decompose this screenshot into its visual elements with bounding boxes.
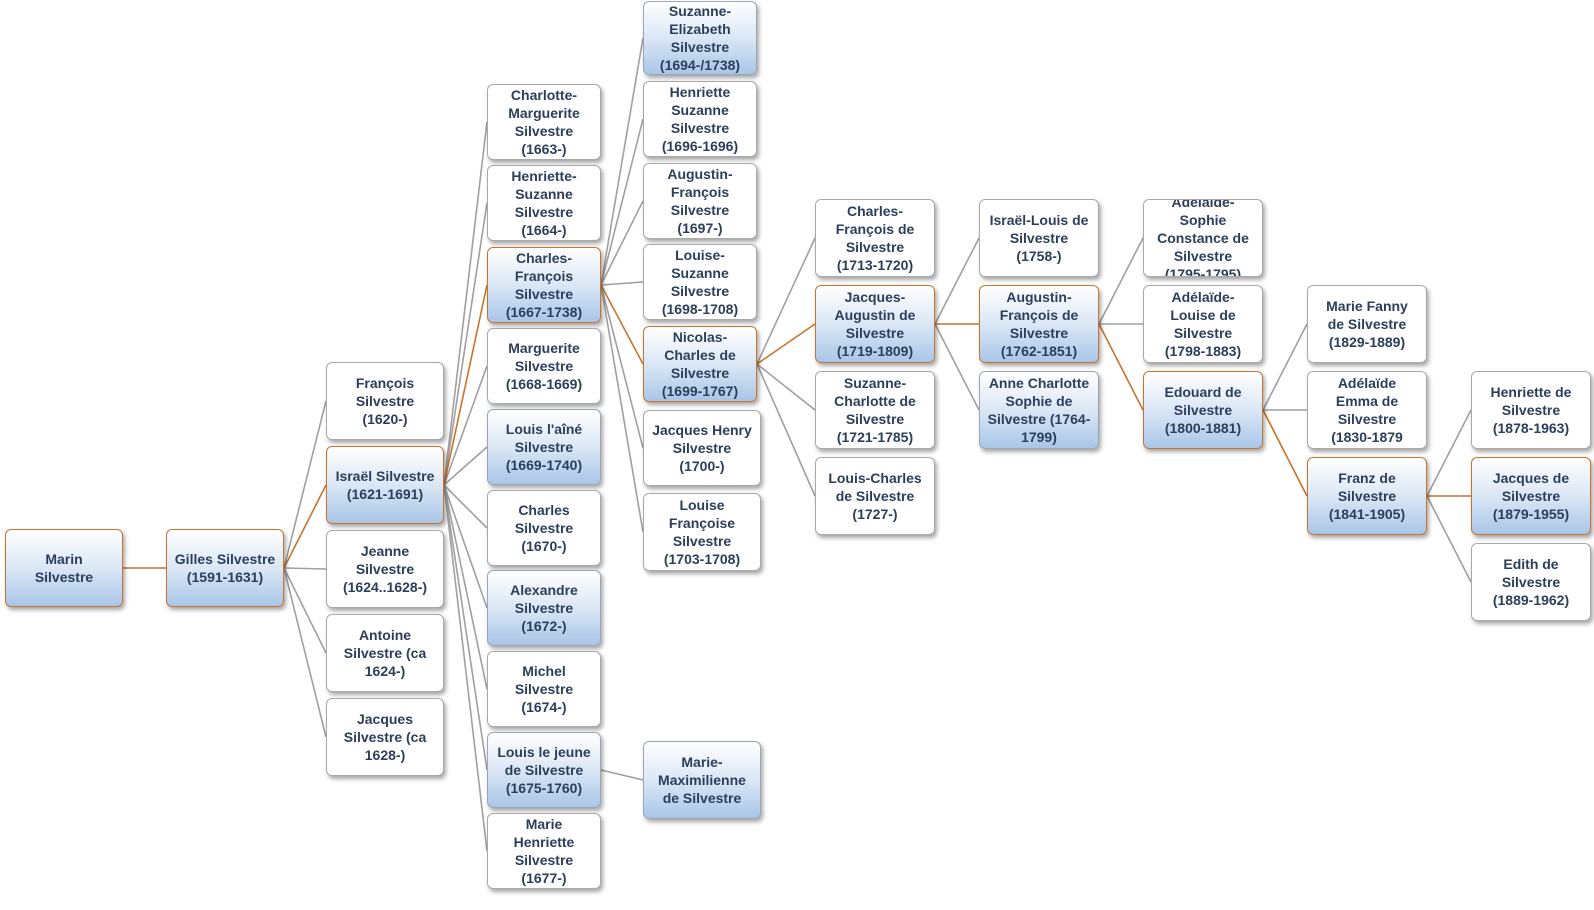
- node-charles-francois-1667[interactable]: Charles- François Silvestre (1667-1738): [487, 247, 601, 323]
- link-to-adelaide-sophie: [1098, 237, 1144, 325]
- node-marie-fanny[interactable]: Marie Fanny de Silvestre (1829-1889): [1307, 285, 1427, 363]
- link-to-charles-francois-1667: [443, 284, 488, 486]
- link-to-henriette-suzanne: [443, 202, 488, 486]
- node-marguerite[interactable]: Marguerite Silvestre (1668-1669): [487, 328, 601, 404]
- node-gilles[interactable]: Gilles Silvestre (1591-1631): [166, 529, 284, 607]
- node-suzanne-elizabeth[interactable]: Suzanne- Elizabeth Silvestre (1694-/1738…: [643, 1, 757, 75]
- link-to-jacques-henry: [600, 284, 644, 449]
- node-louise-francoise[interactable]: Louise Françoise Silvestre (1703-1708): [643, 493, 761, 571]
- node-antoine[interactable]: Antoine Silvestre (ca 1624-): [326, 614, 444, 692]
- node-alexandre[interactable]: Alexandre Silvestre (1672-): [487, 570, 601, 646]
- link-to-charles-1670: [443, 484, 488, 529]
- link-to-anne-charlotte: [934, 323, 980, 411]
- node-louis-aine[interactable]: Louis l'aîné Silvestre (1669-1740): [487, 409, 601, 485]
- node-franz[interactable]: Franz de Silvestre (1841-1905): [1307, 457, 1427, 535]
- link-to-louis-jeune: [443, 484, 488, 771]
- node-augustin-francois-1697[interactable]: Augustin- François Silvestre (1697-): [643, 163, 757, 239]
- node-henriette-suzanne-1696[interactable]: Henriette Suzanne Silvestre (1696-1696): [643, 81, 757, 157]
- node-louise-suzanne[interactable]: Louise- Suzanne Silvestre (1698-1708): [643, 244, 757, 320]
- node-marie-maximilienne[interactable]: Marie- Maximilienne de Silvestre: [643, 741, 761, 819]
- link-to-henriette-1878: [1426, 409, 1472, 497]
- link-to-charles-francois-1713: [756, 237, 816, 365]
- link-to-marie-henriette: [443, 484, 488, 852]
- node-francois[interactable]: François Silvestre (1620-): [326, 362, 444, 440]
- link-to-charlotte-marguerite: [443, 121, 488, 486]
- link-to-marie-fanny: [1262, 323, 1308, 411]
- node-jacques-augustin[interactable]: Jacques- Augustin de Silvestre (1719-180…: [815, 285, 935, 363]
- link-to-louis-charles: [756, 363, 816, 497]
- link-to-louise-suzanne: [600, 281, 644, 286]
- node-charles-1670[interactable]: Charles Silvestre (1670-): [487, 490, 601, 566]
- link-to-edouard: [1098, 323, 1144, 411]
- node-charlotte-marguerite[interactable]: Charlotte- Marguerite Silvestre (1663-): [487, 84, 601, 160]
- link-to-francois: [283, 400, 327, 569]
- link-to-marie-maximilienne: [600, 769, 644, 781]
- link-to-jeanne: [283, 567, 327, 570]
- node-jacques-ca[interactable]: Jacques Silvestre (ca 1628-): [326, 698, 444, 776]
- link-to-jacques-ca: [283, 567, 327, 738]
- node-michel[interactable]: Michel Silvestre (1674-): [487, 651, 601, 727]
- link-to-augustin-francois-1697: [600, 200, 644, 286]
- link-to-henriette-suzanne-1696: [600, 118, 644, 286]
- link-to-israel: [283, 484, 327, 569]
- link-to-suzanne-charlotte: [756, 363, 816, 411]
- node-augustin-francois-1762[interactable]: Augustin- François de Silvestre (1762-18…: [979, 285, 1099, 363]
- node-nicolas-charles[interactable]: Nicolas- Charles de Silvestre (1699-1767…: [643, 326, 757, 402]
- node-marie-henriette[interactable]: Marie Henriette Silvestre (1677-): [487, 813, 601, 889]
- node-jeanne[interactable]: Jeanne Silvestre (1624..1628-): [326, 530, 444, 608]
- node-israel-louis[interactable]: Israël-Louis de Silvestre (1758-): [979, 199, 1099, 277]
- link-to-alexandre: [443, 484, 488, 609]
- link-to-edith: [1426, 495, 1472, 583]
- link-to-louis-aine: [443, 446, 488, 486]
- node-marin[interactable]: Marin Silvestre: [5, 529, 123, 607]
- link-to-nicolas-charles: [600, 284, 644, 365]
- link-to-antoine: [283, 567, 327, 654]
- node-adelaide-louise[interactable]: Adélaïde- Louise de Silvestre (1798-1883…: [1143, 285, 1263, 363]
- node-jacques-henry[interactable]: Jacques Henry Silvestre (1700-): [643, 410, 761, 486]
- node-adelaide-emma[interactable]: Adélaïde Emma de Silvestre (1830-1879: [1307, 371, 1427, 449]
- link-to-michel: [443, 484, 488, 690]
- node-louis-jeune[interactable]: Louis le jeune de Silvestre (1675-1760): [487, 732, 601, 808]
- node-adelaide-sophie[interactable]: Adélaïde- Sophie Constance de Silvestre …: [1143, 199, 1263, 277]
- node-edith[interactable]: Edith de Silvestre (1889-1962): [1471, 543, 1591, 621]
- node-israel[interactable]: Israël Silvestre (1621-1691): [326, 446, 444, 524]
- node-suzanne-charlotte[interactable]: Suzanne- Charlotte de Silvestre (1721-17…: [815, 371, 935, 449]
- link-to-louise-francoise: [600, 284, 644, 533]
- link-to-marguerite: [443, 365, 488, 486]
- link-to-franz: [1262, 409, 1308, 497]
- node-edouard[interactable]: Edouard de Silvestre (1800-1881): [1143, 371, 1263, 449]
- node-henriette-suzanne[interactable]: Henriette- Suzanne Silvestre (1664-): [487, 165, 601, 241]
- link-to-israel-louis: [934, 237, 980, 325]
- node-charles-francois-1713[interactable]: Charles- François de Silvestre (1713-172…: [815, 199, 935, 277]
- node-jacques-1879[interactable]: Jacques de Silvestre (1879-1955): [1471, 457, 1591, 535]
- node-anne-charlotte[interactable]: Anne Charlotte Sophie de Silvestre (1764…: [979, 371, 1099, 449]
- node-henriette-1878[interactable]: Henriette de Silvestre (1878-1963): [1471, 371, 1591, 449]
- link-to-jacques-augustin: [756, 323, 816, 365]
- link-to-suzanne-elizabeth: [600, 37, 644, 286]
- node-louis-charles[interactable]: Louis-Charles de Silvestre (1727-): [815, 457, 935, 535]
